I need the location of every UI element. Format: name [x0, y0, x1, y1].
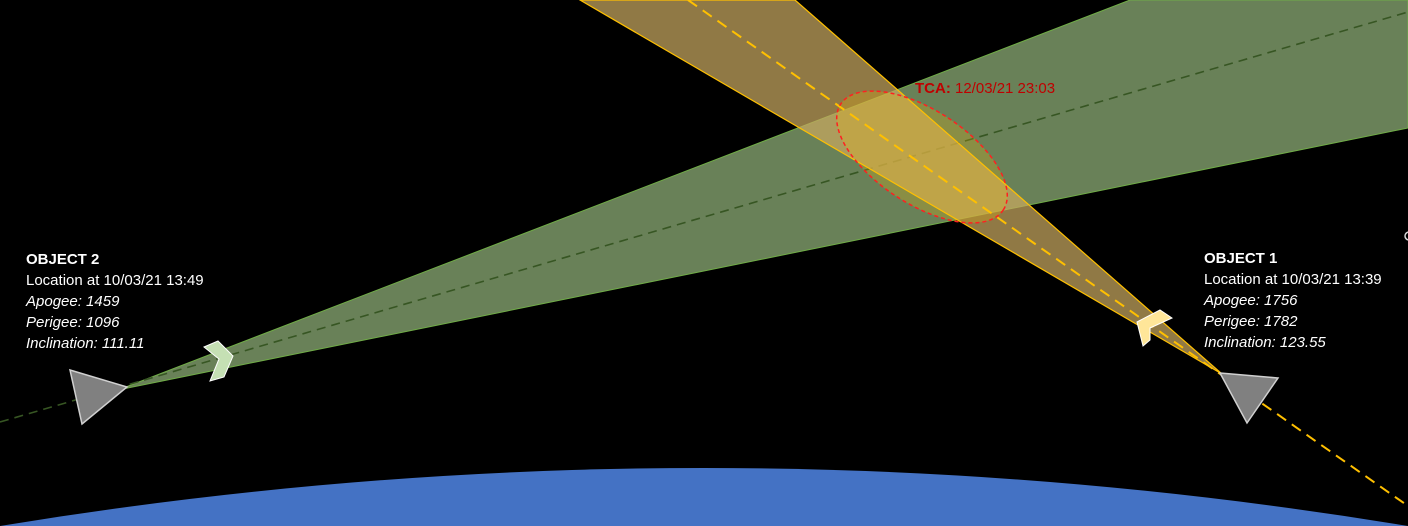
- object1-uncertainty-cone: [578, 0, 1223, 375]
- object2-inclination: Inclination: 111.11: [26, 335, 145, 352]
- tca-datetime: 12/03/21 23:03: [955, 80, 1056, 97]
- object2-marker-icon: [68, 368, 129, 426]
- object1-location: Location at 10/03/21 13:39: [1204, 271, 1382, 288]
- object1-title: OBJECT 1: [1204, 250, 1278, 267]
- object1-info: OBJECT 1 Location at 10/03/21 13:39 Apog…: [1204, 248, 1382, 353]
- object1-apogee: Apogee: 1756: [1204, 292, 1298, 309]
- tca-label: TCA: 12/03/21 23:03: [915, 80, 1055, 97]
- tca-ellipse: [835, 90, 1009, 224]
- tca-title: TCA:: [915, 80, 951, 97]
- object1-inclination: Inclination: 123.55: [1204, 334, 1326, 351]
- object2-track-line: [0, 11, 1408, 423]
- edge-marker-icon: [1404, 231, 1408, 241]
- object2-title: OBJECT 2: [26, 251, 100, 268]
- object1-track-line: [687, 0, 1408, 507]
- object1-perigee: Perigee: 1782: [1204, 313, 1298, 330]
- object2-location: Location at 10/03/21 13:49: [26, 272, 204, 289]
- chevron-right-icon: [203, 340, 234, 382]
- earth-limb: [0, 468, 1408, 526]
- object2-perigee: Perigee: 1096: [26, 314, 120, 331]
- object2-info: OBJECT 2 Location at 10/03/21 13:49 Apog…: [26, 249, 204, 354]
- object2-apogee: Apogee: 1459: [26, 293, 120, 310]
- object1-marker-icon: [1218, 372, 1280, 425]
- chevron-up-left-icon: [1136, 309, 1174, 347]
